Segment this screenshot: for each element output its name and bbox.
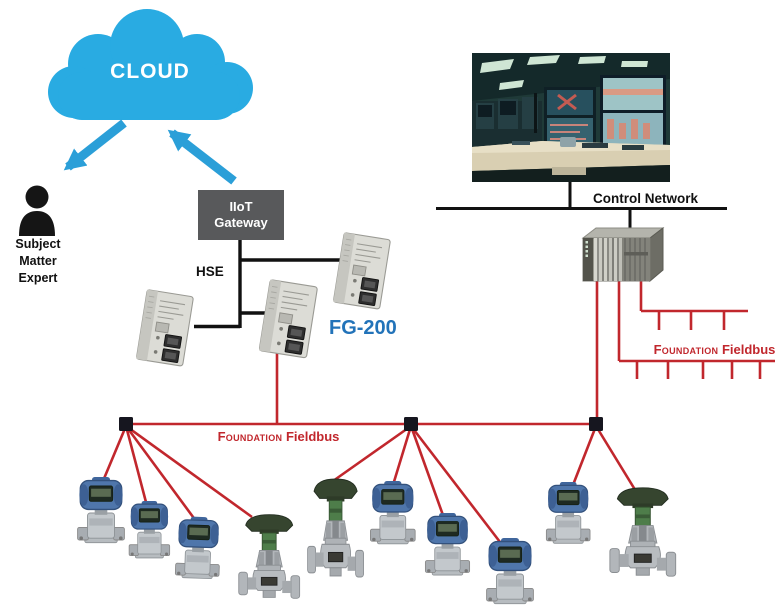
cloud-label: CLOUD (110, 60, 190, 83)
pressure-transmitter-4 (369, 480, 416, 545)
foundation-word: Foundation (653, 342, 719, 357)
foundation-fieldbus-label-right: Foundation Fieldbus (652, 342, 777, 357)
pressure-transmitter-5 (424, 512, 471, 576)
control-valve-1 (238, 514, 301, 599)
foundation-word: Foundation (217, 429, 283, 444)
pressure-transmitter-3 (174, 515, 222, 580)
fieldbus-word: Fieldbus (285, 429, 340, 444)
pressure-transmitter-2 (128, 500, 171, 559)
fieldbus-wiring (101, 278, 775, 543)
cloud-arrows (63, 119, 237, 185)
fieldbus-word: Fieldbus (721, 342, 776, 357)
fg200-module-1 (135, 289, 195, 367)
iiot-gateway-box: IIoT Gateway (198, 190, 284, 240)
gateway-to-cloud-arrow (167, 129, 237, 185)
subject-matter-expert-label: Subject Matter Expert (15, 237, 61, 285)
subject-matter-expert-icon (19, 185, 55, 236)
control-valve-2 (307, 478, 365, 578)
control-network-lines (436, 182, 727, 231)
cloud-icon (48, 9, 253, 120)
plc-controller (581, 226, 665, 283)
fg200-module-2 (258, 279, 319, 359)
cloud-to-sme-arrow (63, 119, 127, 171)
fieldbus-junction-1 (119, 417, 133, 431)
fg200-label: FG-200 (329, 317, 397, 339)
fieldbus-junction-boxes (119, 417, 603, 431)
hse-label: HSE (196, 264, 224, 279)
control-valve-3 (609, 487, 677, 577)
fieldbus-junction-2 (404, 417, 418, 431)
fieldbus-junction-3 (589, 417, 603, 431)
control-network-label: Control Network (593, 191, 699, 206)
hse-network-lines (194, 240, 341, 329)
pressure-transmitter-7 (545, 481, 591, 544)
pressure-transmitter-6 (485, 537, 535, 605)
pressure-transmitter-1 (76, 476, 126, 544)
foundation-fieldbus-label-left: Foundation Fieldbus (216, 429, 341, 444)
fg200-module-3 (332, 232, 392, 310)
control-room-photo (472, 53, 670, 182)
